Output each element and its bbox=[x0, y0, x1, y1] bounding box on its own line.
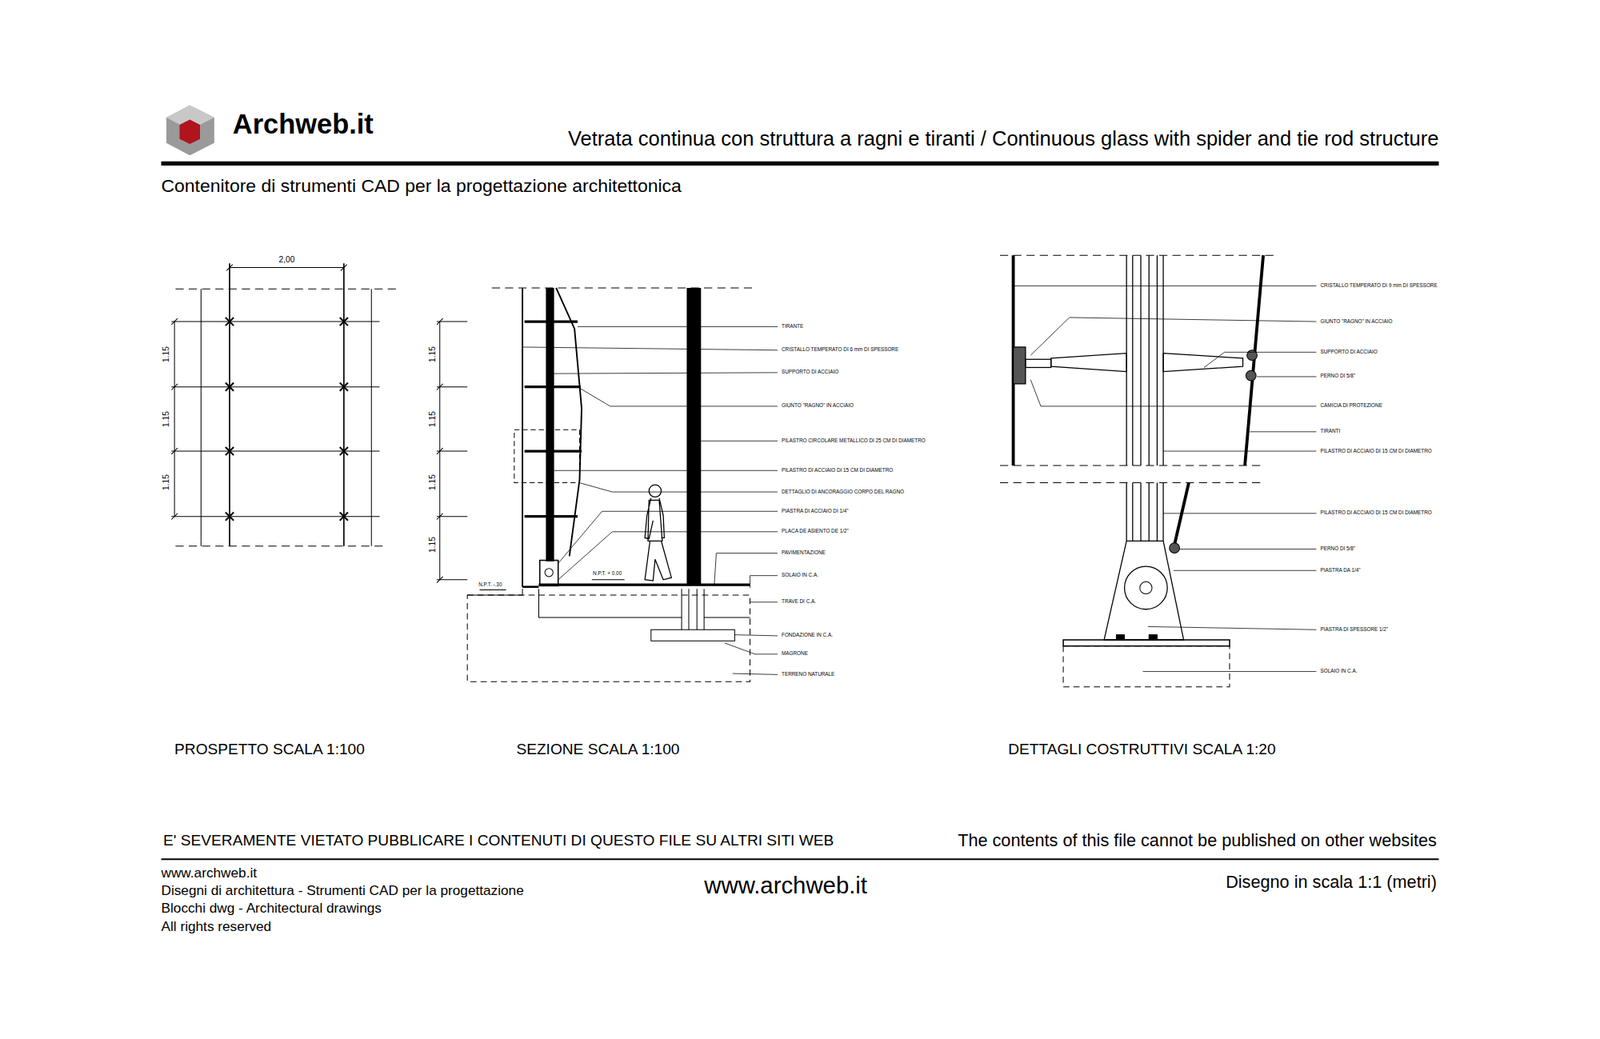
dimension: 1.15 bbox=[162, 346, 171, 363]
footer-text: www.archweb.it bbox=[161, 866, 258, 880]
callout-label: CRISTALLO TEMPERATO DI 6 mm DI SPESSORE bbox=[781, 347, 899, 352]
callout-label: GIUNTO "RAGNO" IN ACCIAIO bbox=[1320, 319, 1393, 324]
callout-label: SUPPORTO DI ACCIAIO bbox=[1320, 349, 1378, 355]
callout-label: TIRANTI bbox=[1320, 428, 1341, 434]
dimension: 1.15 bbox=[428, 536, 437, 553]
callout-label: PIASTRA DI SPESSORE 1/2" bbox=[1320, 627, 1389, 632]
footer-text: Blocchi dwg - Architectural drawings bbox=[161, 901, 382, 916]
callout-label: PIASTRA DI ACCIAIO DI 1/4" bbox=[781, 508, 849, 514]
callout-label: PIASTRA DA 1/4" bbox=[1320, 568, 1361, 573]
callout-label: SUPPORTO DI ACCIAIO bbox=[781, 369, 839, 375]
dimension: 1.15 bbox=[428, 411, 437, 428]
callout-label: PILASTRO DI ACCIAIO DI 15 CM DI DIAMETRO bbox=[781, 468, 893, 473]
sheet-title: Vetrata continua con struttura a ragni e… bbox=[568, 128, 1440, 150]
dimension: 1.15 bbox=[162, 474, 171, 491]
footer-text: Disegni di architettura - Strumenti CAD … bbox=[161, 884, 524, 898]
level-mark: N.P.T. + 0.00 bbox=[592, 571, 622, 576]
callout-label: PLACA DE ASIENTO DE 1/2" bbox=[781, 528, 849, 534]
level-mark: N.P.T. -.30 bbox=[478, 582, 502, 588]
dimension: 1.15 bbox=[428, 474, 437, 491]
view-caption: PROSPETTO SCALA 1:100 bbox=[174, 741, 365, 757]
website: www.archweb.it bbox=[704, 873, 868, 897]
callout-label: SOLAIO IN C.A. bbox=[1320, 668, 1358, 674]
callout-label: TIRANTE bbox=[781, 324, 804, 329]
callout-label: DETTAGLIO DI ANCORAGGIO CORPO DEL RAGNO bbox=[781, 489, 904, 495]
dimension: 1.15 bbox=[428, 346, 437, 363]
callout-label: TERRENO NATURALE bbox=[781, 672, 835, 677]
scale-note: Disegno in scala 1:1 (metri) bbox=[1225, 873, 1437, 892]
view-caption: SEZIONE SCALA 1:100 bbox=[516, 741, 680, 757]
callout-label: FONDAZIONE IN C.A. bbox=[781, 632, 833, 638]
dimension: 1.15 bbox=[162, 411, 171, 428]
callout-label: GIUNTO "RAGNO" IN ACCIAIO bbox=[781, 403, 854, 408]
callout-label: PILASTRO DI ACCIAIO DI 15 CM DI DIAMETRO bbox=[1320, 448, 1432, 454]
callout-label: MAGRONE bbox=[781, 651, 808, 656]
logo-text: Archweb.it bbox=[232, 110, 374, 138]
callout-label: PILASTRO CIRCOLARE METALLICO DI 25 CM DI… bbox=[781, 438, 926, 444]
callout-label: TRAVE DI C.A. bbox=[781, 599, 816, 604]
callout-label: PILASTRO DI ACCIAIO DI 15 CM DI DIAMETRO bbox=[1320, 510, 1432, 516]
callout-label: PERNO DI 5/8" bbox=[1320, 546, 1356, 552]
footer-text: All rights reserved bbox=[161, 920, 272, 934]
view-caption: DETTAGLI COSTRUTTIVI SCALA 1:20 bbox=[1008, 741, 1276, 757]
subtitle: Contenitore di strumenti CAD per la prog… bbox=[161, 176, 682, 196]
callout-label: SOLAIO IN C.A. bbox=[781, 572, 819, 578]
copyright-notice: The contents of this file cannot be publ… bbox=[957, 832, 1437, 850]
dimension: 2,00 bbox=[279, 256, 296, 264]
callout-label: CAMICIA DI PROTEZIONE bbox=[1320, 403, 1383, 408]
callout-label: PERNO DI 5/8" bbox=[1320, 373, 1356, 379]
copyright-notice: E' SEVERAMENTE VIETATO PUBBLICARE I CONT… bbox=[163, 832, 834, 848]
callout-label: PAVIMENTAZIONE bbox=[781, 550, 826, 556]
callout-label: CRISTALLO TEMPERATO DI 9 mm DI SPESSORE bbox=[1320, 283, 1438, 288]
